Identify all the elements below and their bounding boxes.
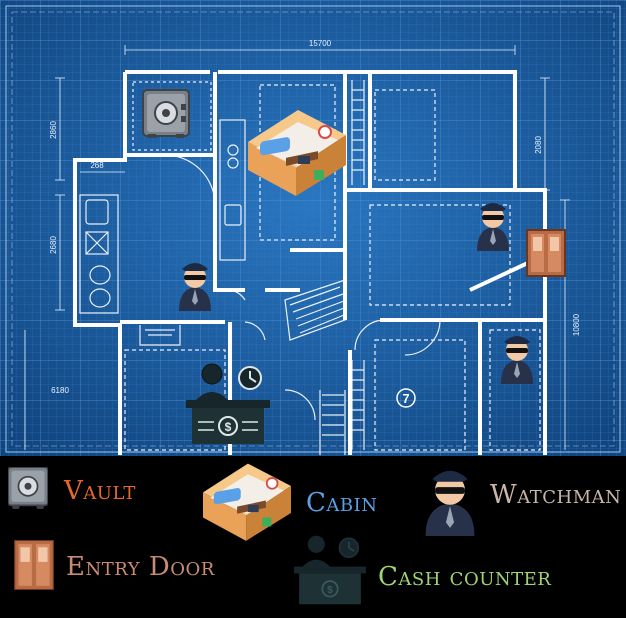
legend-label-cash-counter: Cash counter [378,562,552,592]
dim-2680: 2680 [49,236,58,254]
cash-counter-icon: $ [294,535,366,605]
cash-counter-marker[interactable]: $ [186,363,270,444]
watchman-marker-left[interactable] [179,263,211,311]
entry-door-icon [14,540,54,590]
vault-marker[interactable] [142,89,190,138]
vault-icon [8,467,48,509]
watchman-marker-right-top[interactable] [477,203,509,251]
legend-label-watchman: Watchman [490,480,622,510]
dim-10800: 10800 [572,313,581,336]
cabin-marker[interactable] [248,110,346,196]
dim-total-width: 15700 [309,39,332,48]
svg-text:$: $ [327,585,333,596]
legend-label-vault: Vault [64,476,136,506]
map-legend: Vault Cabin Watchman [0,456,626,618]
floor-walls [73,70,547,455]
legend-label-cabin: Cabin [306,488,378,518]
dim-2080: 2080 [534,136,543,154]
dim-268: 268 [90,161,104,170]
watchman-marker-right-bottom[interactable] [501,336,533,384]
dim-vault-height: 2860 [49,121,58,139]
cabin-icon [203,463,291,541]
blueprint-map: 15700 2860 268 2680 6180 2080 10800 [0,0,626,456]
dim-6180: 6180 [51,386,69,395]
watchman-icon [425,470,475,536]
svg-text:$: $ [225,420,232,434]
entry-door-marker[interactable] [526,229,566,277]
room-number-label: 7 [402,391,409,406]
legend-label-entry-door: Entry Door [66,552,215,582]
